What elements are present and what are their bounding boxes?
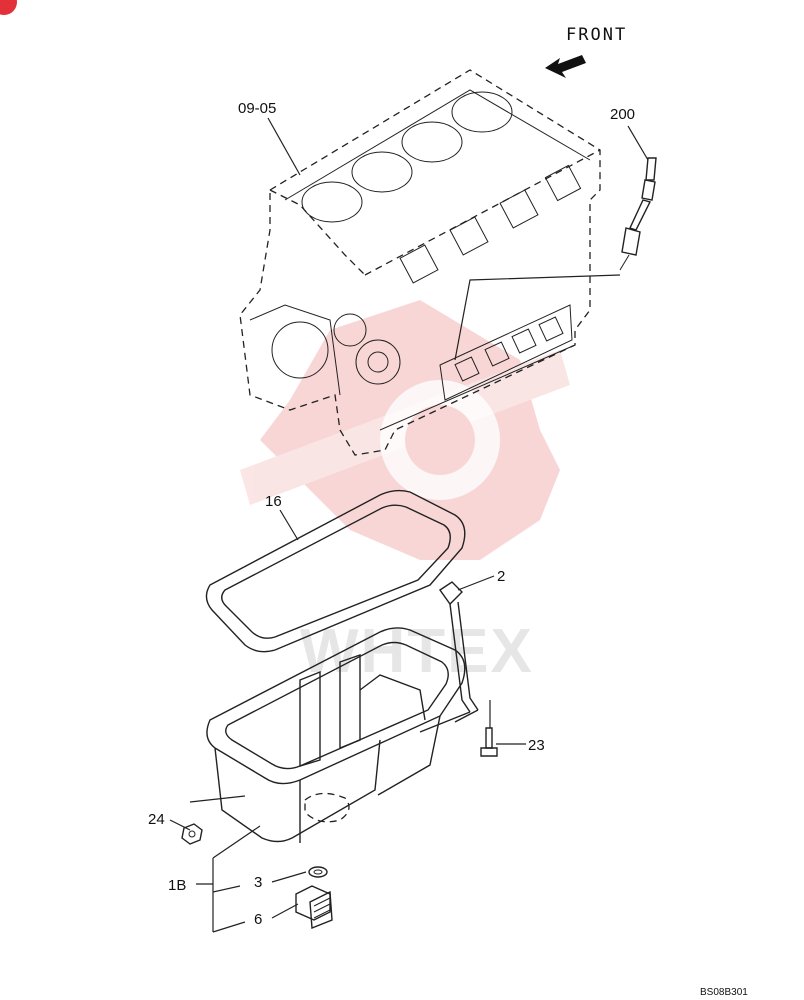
leader-3 bbox=[212, 871, 307, 893]
engine-block-outline bbox=[239, 69, 601, 456]
oil-pan-body bbox=[206, 627, 466, 843]
drawing-code: BS08B301 bbox=[700, 987, 748, 998]
leader-1B-bracket bbox=[196, 825, 261, 932]
leader-24-pan bbox=[189, 795, 246, 803]
leader-2 bbox=[457, 575, 495, 591]
corner-badge-icon bbox=[0, 0, 17, 15]
drain-plug-part bbox=[295, 885, 333, 930]
callout-16: 16 bbox=[265, 493, 282, 510]
oil-pan-gasket bbox=[205, 489, 466, 653]
dipstick-insertion-line bbox=[454, 274, 621, 361]
callout-24: 24 bbox=[148, 811, 165, 828]
leader-200 bbox=[627, 125, 649, 161]
leader-6 bbox=[212, 903, 299, 933]
dipstick-part bbox=[619, 157, 657, 271]
watermark-logo bbox=[240, 300, 570, 560]
callout-09-05: 09-05 bbox=[238, 100, 276, 117]
oil-strainer-pipe bbox=[419, 581, 479, 733]
front-direction-label: FRONT bbox=[566, 25, 627, 45]
leader-24 bbox=[169, 819, 191, 831]
bolt-part bbox=[480, 727, 498, 757]
leader-09-05 bbox=[267, 117, 301, 176]
nut-part bbox=[181, 823, 203, 845]
washer-part bbox=[308, 866, 328, 878]
leader-16 bbox=[279, 509, 299, 541]
watermark-text: WHTEX bbox=[300, 617, 534, 686]
callout-200: 200 bbox=[610, 106, 635, 123]
front-arrow-icon bbox=[545, 55, 586, 78]
callout-3: 3 bbox=[254, 874, 262, 891]
callout-1B: 1B bbox=[168, 877, 186, 894]
callout-6: 6 bbox=[254, 911, 262, 928]
callout-2: 2 bbox=[497, 568, 505, 585]
callout-23: 23 bbox=[528, 737, 545, 754]
